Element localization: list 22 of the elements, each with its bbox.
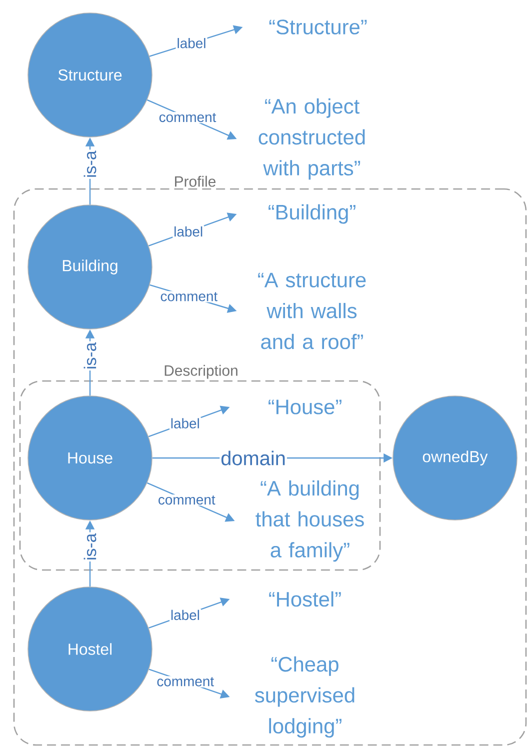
literal-text: “A building that houses a family” — [256, 480, 364, 562]
literal-text: “House” — [268, 400, 342, 414]
literal-text: “An object constructed with parts” — [258, 98, 365, 180]
edge-label: domain — [220, 450, 287, 466]
edge-label: label — [169, 417, 201, 430]
edge-label: is-a — [82, 150, 98, 179]
literal-text: “Structure” — [269, 20, 367, 34]
group-title: Description — [162, 364, 240, 380]
group-title: Profile — [172, 174, 218, 188]
literal-text: “Hostel” — [269, 591, 341, 607]
edge-label: is-a — [82, 532, 98, 562]
literal-text: “Building” — [268, 204, 356, 224]
edge-label: label — [176, 37, 208, 50]
edge-label: comment — [156, 676, 216, 688]
edge-label: comment — [159, 291, 219, 302]
literal-text: “A structure with walls and a roof” — [258, 272, 366, 350]
edge-label: comment — [156, 494, 216, 506]
edge-label: is-a — [82, 341, 98, 371]
edge-label: label — [170, 608, 201, 622]
literal-text: “Cheap supervised lodging” — [254, 656, 354, 738]
edge-label: comment — [158, 112, 218, 124]
edge-label: label — [172, 225, 204, 238]
